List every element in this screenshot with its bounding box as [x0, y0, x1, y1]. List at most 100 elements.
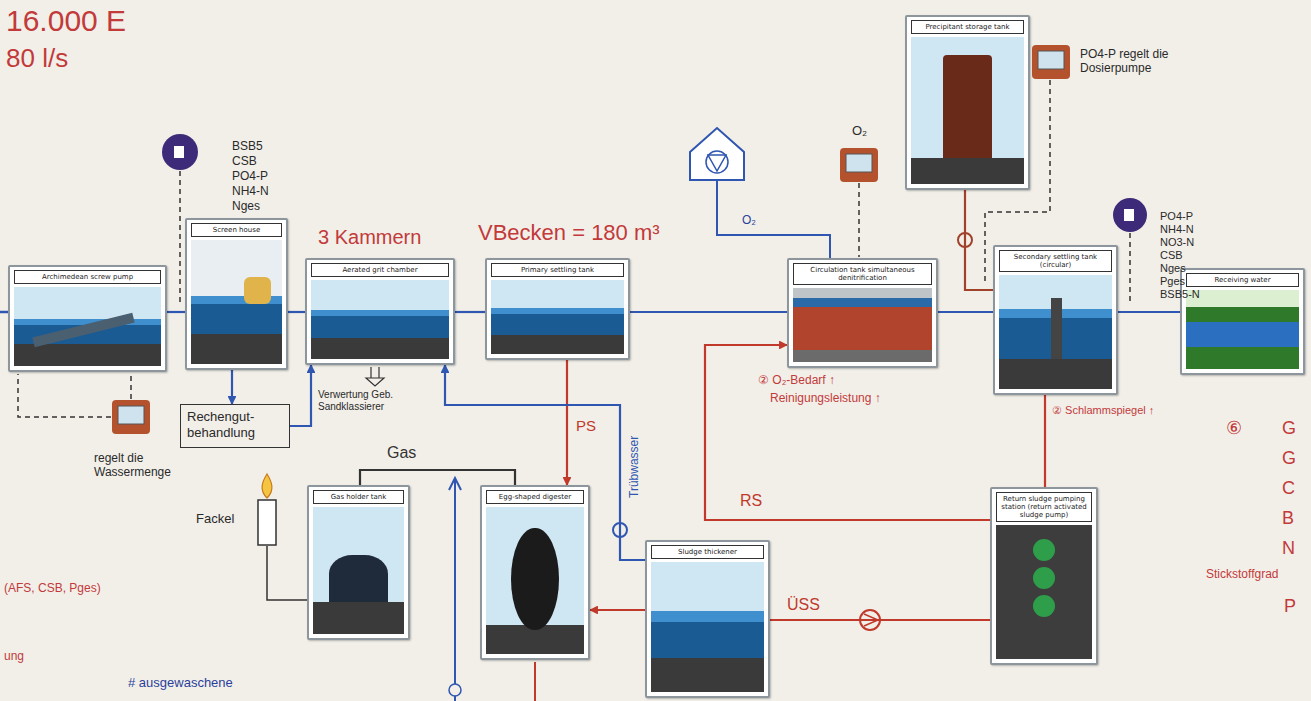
annotation: PO4-P: [1160, 210, 1193, 223]
pipe-line: [360, 470, 515, 485]
annotation: # ausgewaschene: [128, 676, 233, 691]
annotation: PO4-P regelt die Dosierpumpe: [1080, 48, 1172, 76]
status-light: [1033, 567, 1055, 589]
card-picture: [14, 287, 161, 366]
process-card: Return sludge pumping station (return ac…: [990, 487, 1098, 665]
outlet-arrow: [378, 367, 379, 378]
card-title: Circulation tank simultaneous denitrific…: [793, 263, 932, 285]
annotation: PO4-P: [232, 170, 268, 184]
outlet-arrow: [370, 367, 371, 378]
card-picture: [793, 288, 932, 362]
card-picture: [313, 507, 404, 634]
pipe-line: [288, 311, 305, 313]
edge-label: Gas: [385, 444, 418, 462]
annotation: P: [1284, 596, 1296, 617]
annotation: Verwertung Geb. Sandklassierer: [318, 389, 430, 412]
pipe-line: [630, 311, 787, 313]
annotation: B: [1282, 508, 1294, 529]
annotation: 16.000 E: [6, 4, 126, 39]
note-text: Rechengut-behandlung: [187, 409, 283, 440]
annotation: 80 l/s: [6, 44, 68, 74]
card-picture: [311, 280, 449, 359]
card-title: Aerated grit chamber: [311, 263, 449, 277]
process-card: Receiving water: [1180, 268, 1305, 375]
air-pipe: [717, 180, 830, 258]
signal-line: [1129, 233, 1131, 305]
water-pipe: [454, 480, 456, 701]
pipe-line: [1118, 311, 1180, 313]
storage-tank: [943, 55, 993, 158]
annotation: ② Schlammspiegel ↑: [1052, 404, 1154, 417]
gas-pipe: [267, 546, 307, 600]
card-title: Secondary settling tank (circular): [999, 250, 1112, 272]
annotation: BSB5-N: [1160, 288, 1200, 301]
blower-symbol: [706, 151, 728, 173]
annotation: ⑥: [1226, 418, 1242, 439]
controller-symbol: [840, 148, 878, 182]
card-title: Primary settling tank: [491, 263, 624, 277]
annotation: ung: [4, 650, 24, 664]
card-title: Receiving water: [1186, 273, 1299, 287]
annotation: O₂: [852, 124, 867, 139]
card-title: Gas holder tank: [313, 490, 404, 504]
handwritten-box: Rechengut-behandlung: [180, 404, 290, 448]
annotation: Fackel: [196, 512, 234, 527]
pipe-line: [590, 609, 645, 611]
annotation: regelt die Wassermenge: [94, 452, 180, 480]
gas-holder: [329, 555, 387, 602]
card-picture: [191, 240, 282, 364]
signal-line: [130, 375, 132, 399]
sampler-icon: [1124, 209, 1134, 221]
annotation: N: [1282, 538, 1295, 559]
annotation: BSB5: [232, 140, 263, 154]
card-picture: [491, 280, 624, 354]
process-card: Circulation tank simultaneous denitrific…: [787, 258, 938, 368]
controller-screen: [846, 154, 872, 172]
sampler-icon: [174, 146, 184, 158]
card-title: Sludge thickener: [651, 545, 764, 559]
pipe-line: [705, 345, 990, 520]
process-card: Primary settling tank: [485, 258, 630, 360]
card-title: Egg-shaped digester: [486, 490, 584, 504]
annotation: VBecken = 180 m³: [478, 220, 660, 245]
flare-stack: [258, 500, 276, 545]
signal-line: [858, 183, 860, 257]
card-picture: [996, 525, 1092, 659]
sampler-symbol: [162, 134, 198, 170]
center-pipe: [1051, 298, 1062, 360]
signal-line: [179, 171, 181, 305]
edge-label: ÜSS: [785, 596, 822, 614]
annotation: Nges: [1160, 262, 1186, 275]
controller-symbol: [1032, 45, 1070, 79]
pipe-line: [770, 619, 990, 621]
card-title: Return sludge pumping station (return ac…: [996, 492, 1092, 522]
annotation: CSB: [1160, 249, 1183, 262]
process-card: Precipitant storage tank: [905, 15, 1030, 190]
card-title: Screen house: [191, 223, 282, 237]
annotation: ② O₂-Bedarf ↑: [758, 374, 835, 388]
annotation: Pges: [1160, 275, 1185, 288]
annotation: G: [1282, 418, 1296, 439]
screw-pump: [32, 313, 134, 348]
controller-symbol: [112, 400, 150, 434]
blower-house: [690, 128, 744, 180]
pipe-line: [938, 311, 993, 313]
pipe-line: [231, 370, 233, 404]
outlet-arrow: [366, 378, 384, 386]
status-light: [1033, 539, 1055, 561]
annotation: O₂: [742, 214, 756, 228]
controller-screen: [118, 406, 144, 424]
edge-label: Trübwasser: [628, 434, 641, 500]
pipe-line: [455, 311, 485, 313]
card-picture: [999, 275, 1112, 389]
digester-egg: [511, 528, 558, 631]
annotation: C: [1282, 478, 1295, 499]
sampler-symbol: [1113, 198, 1147, 232]
pipe-line: [290, 365, 311, 426]
annotation: Nges: [232, 200, 260, 214]
process-card: Sludge thickener: [645, 540, 770, 698]
annotation: Stickstoffgrad: [1206, 568, 1278, 582]
blower-symbol: [708, 155, 726, 171]
pipe-line: [566, 360, 568, 485]
